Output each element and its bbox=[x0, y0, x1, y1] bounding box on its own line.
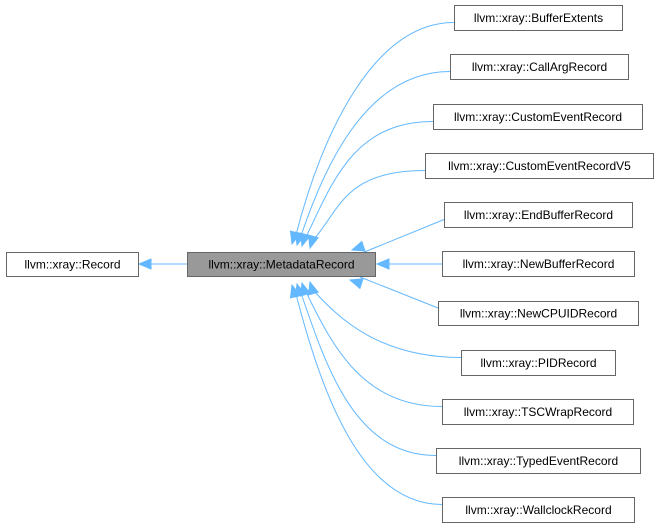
edge-pid-record bbox=[313, 290, 462, 358]
node-call-arg-record-box bbox=[450, 54, 629, 80]
node-typed-event-record-label: llvm::xray::TypedEventRecord bbox=[459, 454, 618, 468]
node-buffer-extents-label: llvm::xray::BufferExtents bbox=[474, 11, 603, 25]
edge-custom-event-record-arrow bbox=[299, 232, 311, 248]
node-tsc-wrap-record[interactable]: llvm::xray::TSCWrapRecord bbox=[442, 399, 634, 425]
node-tsc-wrap-record-box bbox=[442, 399, 634, 425]
node-end-buffer-record[interactable]: llvm::xray::EndBufferRecord bbox=[444, 202, 633, 228]
node-end-buffer-record-label: llvm::xray::EndBufferRecord bbox=[464, 208, 613, 222]
node-metadata-record-label: llvm::xray::MetadataRecord bbox=[208, 258, 354, 272]
edges-layer bbox=[137, 22, 462, 505]
node-buffer-extents-box bbox=[454, 5, 623, 31]
node-new-buffer-record[interactable]: llvm::xray::NewBufferRecord bbox=[442, 251, 635, 277]
edge-metadata-to-record-arrow bbox=[137, 258, 152, 270]
node-custom-event-record-v5[interactable]: llvm::xray::CustomEventRecordV5 bbox=[425, 153, 654, 179]
edge-custom-event-record bbox=[305, 121, 434, 238]
node-wallclock-record[interactable]: llvm::xray::WallclockRecord bbox=[442, 497, 635, 523]
edge-new-buffer-record-arrow bbox=[375, 258, 390, 270]
node-custom-event-record-box bbox=[433, 104, 643, 130]
node-wallclock-record-label: llvm::xray::WallclockRecord bbox=[465, 503, 611, 517]
node-new-buffer-record-box bbox=[442, 251, 635, 277]
edge-end-buffer-record bbox=[361, 219, 445, 254]
node-end-buffer-record-box bbox=[444, 202, 633, 228]
edge-new-cpuid-record bbox=[359, 276, 439, 309]
node-custom-event-record-label: llvm::xray::CustomEventRecord bbox=[454, 110, 622, 124]
edge-new-cpuid-record-arrow bbox=[348, 278, 364, 290]
edge-custom-event-record-v5 bbox=[313, 170, 426, 240]
node-metadata-record-box bbox=[187, 252, 376, 277]
node-pid-record[interactable]: llvm::xray::PIDRecord bbox=[461, 350, 616, 376]
node-new-cpuid-record-label: llvm::xray::NewCPUIDRecord bbox=[460, 307, 617, 321]
edge-tsc-wrap-record bbox=[305, 291, 443, 407]
edge-typed-event-record bbox=[300, 292, 437, 456]
node-new-buffer-record-label: llvm::xray::NewBufferRecord bbox=[463, 257, 615, 271]
node-tsc-wrap-record-label: llvm::xray::TSCWrapRecord bbox=[464, 405, 612, 419]
node-custom-event-record[interactable]: llvm::xray::CustomEventRecord bbox=[433, 104, 643, 130]
node-metadata-record: llvm::xray::MetadataRecord bbox=[187, 252, 376, 277]
node-new-cpuid-record-box bbox=[438, 301, 639, 326]
node-record[interactable]: llvm::xray::Record bbox=[6, 252, 139, 277]
nodes-layer: llvm::xray::Record llvm::xray::MetadataRe… bbox=[6, 5, 654, 523]
edge-call-arg-record bbox=[300, 71, 451, 237]
edge-custom-event-record-v5-arrow bbox=[307, 234, 319, 250]
node-pid-record-label: llvm::xray::PIDRecord bbox=[480, 356, 596, 370]
edge-end-buffer-record-arrow bbox=[350, 240, 366, 252]
edge-wallclock-record-arrow bbox=[289, 283, 301, 299]
node-record-box bbox=[6, 252, 139, 277]
edge-buffer-extents bbox=[295, 22, 455, 236]
node-custom-event-record-v5-box bbox=[425, 153, 654, 179]
edge-pid-record-arrow bbox=[307, 280, 319, 296]
node-typed-event-record[interactable]: llvm::xray::TypedEventRecord bbox=[436, 448, 641, 474]
node-call-arg-record[interactable]: llvm::xray::CallArgRecord bbox=[450, 54, 629, 80]
node-record-label: llvm::xray::Record bbox=[24, 258, 120, 272]
node-pid-record-box bbox=[461, 350, 616, 376]
node-buffer-extents[interactable]: llvm::xray::BufferExtents bbox=[454, 5, 623, 31]
node-new-cpuid-record[interactable]: llvm::xray::NewCPUIDRecord bbox=[438, 301, 639, 326]
node-custom-event-record-v5-label: llvm::xray::CustomEventRecordV5 bbox=[448, 159, 631, 173]
node-wallclock-record-box bbox=[442, 497, 635, 523]
edge-wallclock-record bbox=[295, 293, 443, 505]
node-typed-event-record-box bbox=[436, 448, 641, 474]
node-call-arg-record-label: llvm::xray::CallArgRecord bbox=[472, 60, 607, 74]
